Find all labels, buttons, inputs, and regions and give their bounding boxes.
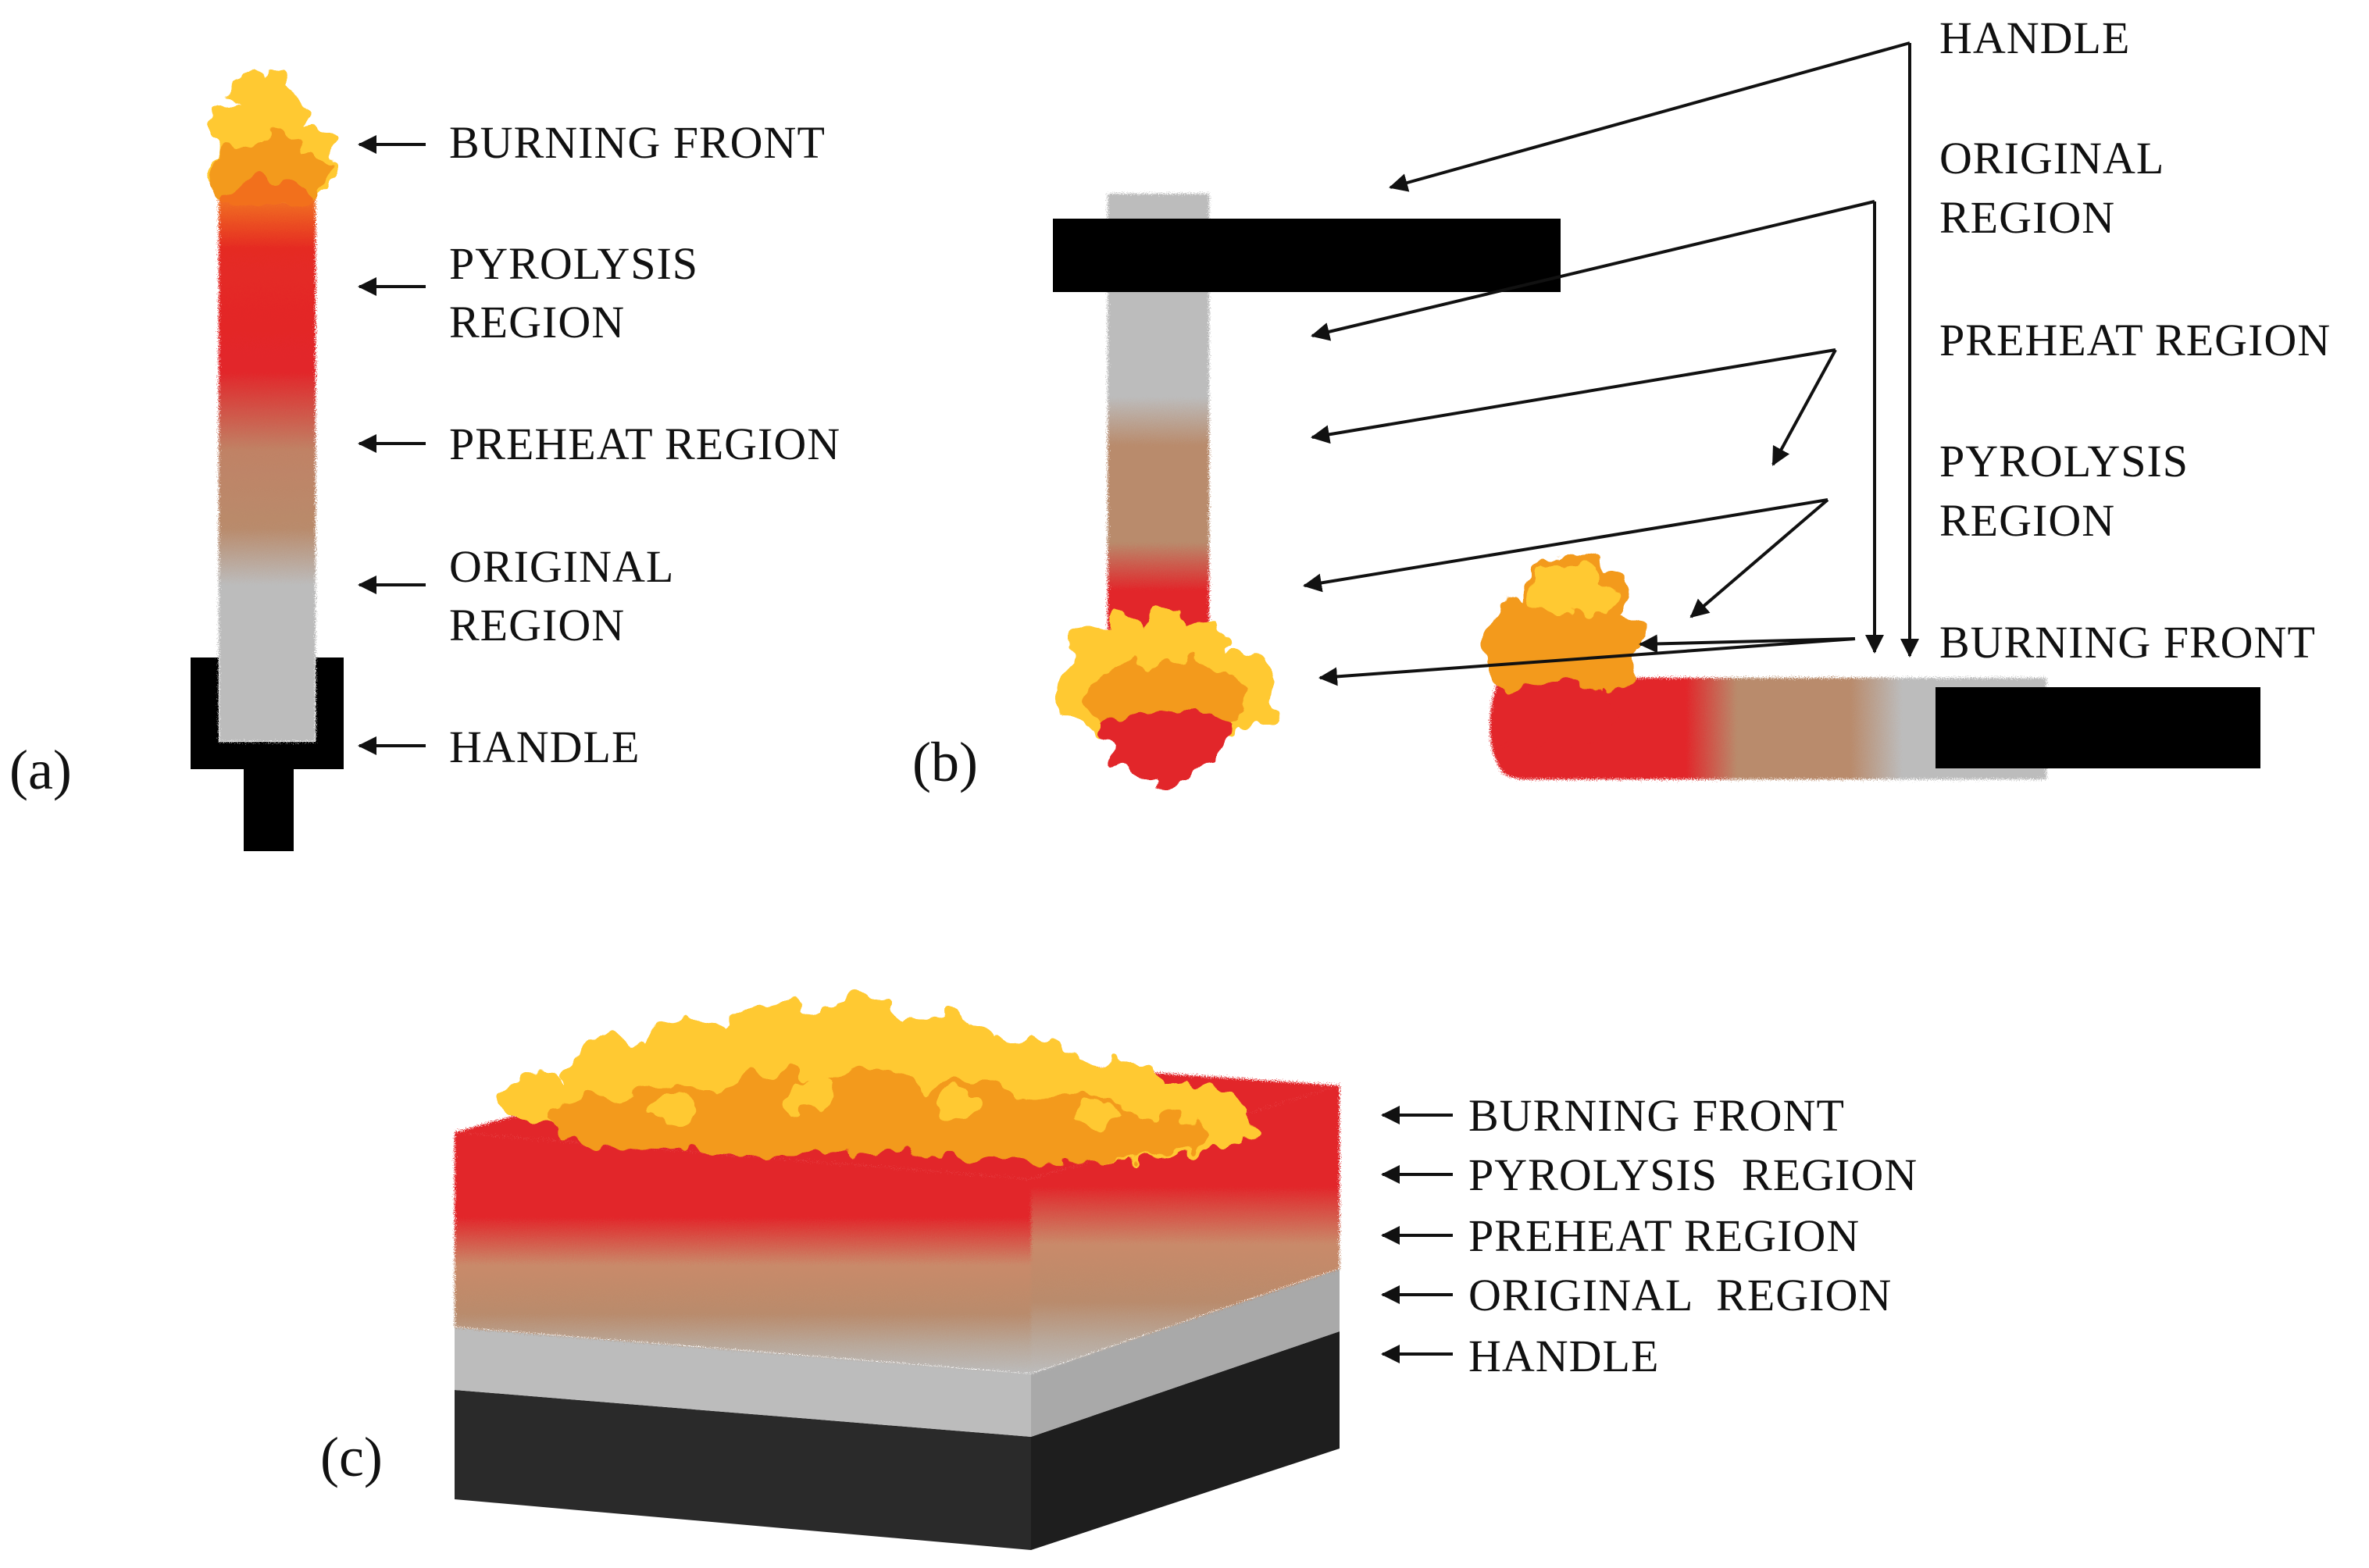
arrow-b-handle-top bbox=[1389, 41, 1911, 192]
arrow-b-pyrolysis-hanging bbox=[1303, 498, 1828, 593]
panel-b: HANDLE ORIGINAL REGION PREHEAT REGION PY… bbox=[912, 12, 2331, 793]
label-a-original-line1: ORIGINAL bbox=[449, 541, 674, 592]
panel-b-tag: (b) bbox=[912, 731, 978, 793]
label-c-preheat: PREHEAT REGION bbox=[1468, 1210, 1860, 1261]
label-b-handle: HANDLE bbox=[1939, 12, 2130, 63]
label-c-handle: HANDLE bbox=[1468, 1331, 1659, 1381]
label-b-original-line1: ORIGINAL bbox=[1939, 133, 2164, 184]
arrow-b-pyrolysis-horizontal bbox=[1689, 498, 1829, 618]
arrow-b-original-hanging bbox=[1311, 200, 1875, 341]
label-b-pyrolysis-line2: REGION bbox=[1939, 495, 2115, 546]
flame-a bbox=[209, 69, 338, 209]
rod-a bbox=[219, 181, 316, 742]
flame-b-horizontal bbox=[1483, 551, 1642, 746]
handle-c-side bbox=[1031, 1331, 1340, 1550]
panel-c-tag: (c) bbox=[320, 1426, 383, 1488]
label-a-original-line2: REGION bbox=[449, 600, 625, 650]
handle-b-right bbox=[1936, 687, 2260, 768]
label-c-burning-front: BURNING FRONT bbox=[1468, 1090, 1845, 1141]
panel-a: BURNING FRONT PYROLYSIS REGION PREHEAT R… bbox=[9, 69, 840, 851]
label-c-original: ORIGINAL REGION bbox=[1468, 1270, 1892, 1320]
handle-b-top bbox=[1053, 219, 1561, 292]
arrow-b-preheat-horizontal bbox=[1771, 349, 1837, 466]
label-b-burning-front: BURNING FRONT bbox=[1939, 617, 2316, 668]
original-c-side bbox=[1031, 1269, 1340, 1437]
label-b-preheat: PREHEAT REGION bbox=[1939, 315, 2331, 365]
label-a-pyrolysis-line2: REGION bbox=[449, 297, 625, 347]
label-a-handle: HANDLE bbox=[449, 722, 640, 772]
arrow-b-burning-horizontal bbox=[1639, 634, 1856, 654]
panel-c: BURNING FRONT PYROLYSIS REGION PREHEAT R… bbox=[320, 995, 1918, 1550]
label-b-pyrolysis-line1: PYROLYSIS bbox=[1939, 436, 2189, 486]
arrow-b-burning-hanging bbox=[1318, 637, 1856, 686]
handle-a bbox=[191, 657, 344, 851]
label-c-pyrolysis: PYROLYSIS REGION bbox=[1468, 1149, 1918, 1200]
label-a-preheat: PREHEAT REGION bbox=[449, 419, 840, 469]
original-c-front bbox=[455, 1327, 1031, 1437]
label-a-pyrolysis-line1: PYROLYSIS bbox=[449, 238, 698, 289]
label-b-original-line2: REGION bbox=[1939, 192, 2115, 243]
panel-a-tag: (a) bbox=[9, 739, 72, 801]
flame-c bbox=[500, 995, 1254, 1161]
slab-c-front bbox=[455, 1132, 1031, 1374]
label-a-burning-front: BURNING FRONT bbox=[449, 117, 826, 168]
arrow-b-preheat-hanging bbox=[1311, 348, 1836, 444]
handle-c-front bbox=[455, 1390, 1031, 1550]
flame-b-hanging bbox=[1061, 608, 1277, 782]
